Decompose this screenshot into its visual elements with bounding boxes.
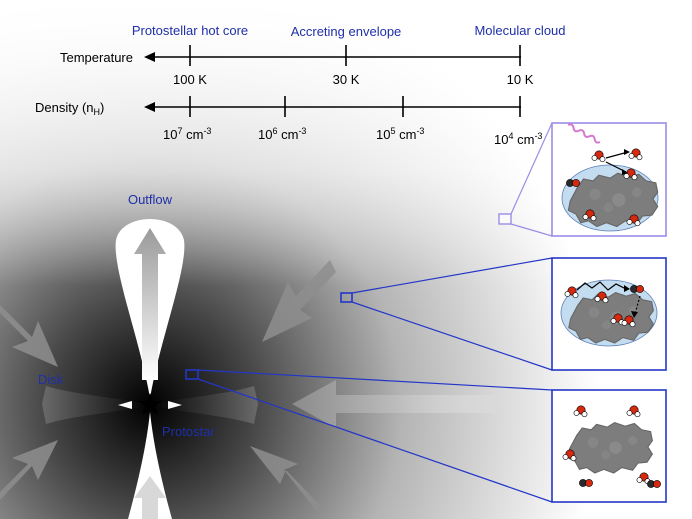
- density-axis: Density (nH) 107 cm-3 106 cm-3 105 cm-3 …: [35, 96, 542, 147]
- stage-molecular-cloud: Molecular cloud: [474, 23, 565, 38]
- density-axis-label: Density (nH): [35, 100, 104, 117]
- uv-photon-icon: [567, 123, 601, 144]
- stage-accreting-envelope: Accreting envelope: [291, 24, 402, 39]
- stage-hot-core: Protostellar hot core: [132, 23, 248, 38]
- outflow-arrow-bottom: [134, 476, 166, 519]
- infall-arrow-se: [250, 446, 320, 510]
- infall-arrow-nw: [0, 305, 58, 367]
- zoom-marker-hot-core: [185, 369, 199, 380]
- inset-hot-core: [551, 389, 667, 503]
- zoom-connectors: [197, 122, 553, 503]
- temperature-tick-label: 100 K: [173, 72, 207, 87]
- density-tick-label: 104 cm-3: [494, 131, 542, 147]
- density-tick-label: 107 cm-3: [163, 126, 211, 142]
- inset-molecular-cloud: [551, 122, 667, 237]
- density-axis-arrowhead: [144, 102, 155, 112]
- inset-accreting-envelope: [551, 257, 667, 371]
- surface-diffusion-arrow: [576, 281, 627, 291]
- stage-labels: Protostellar hot core Accreting envelope…: [132, 23, 566, 39]
- temperature-axis: Temperature 100 K 30 K 10 K: [60, 45, 534, 87]
- density-tick-label: 106 cm-3: [258, 126, 306, 142]
- disk-label: Disk: [38, 372, 64, 387]
- outflow-arrow-top: [134, 228, 166, 380]
- disk-accretion-marks: [118, 401, 182, 409]
- zoom-marker-envelope: [340, 292, 353, 303]
- density-tick-label: 105 cm-3: [376, 126, 424, 142]
- protostar-star-icon: [138, 393, 162, 415]
- zoom-marker-cloud: [498, 213, 512, 225]
- temperature-tick-label: 30 K: [333, 72, 360, 87]
- infall-arrows: [0, 260, 336, 510]
- temperature-tick-label: 10 K: [507, 72, 534, 87]
- temperature-axis-label: Temperature: [60, 50, 133, 65]
- infall-arrow-east: [292, 380, 500, 428]
- temperature-axis-arrowhead: [144, 52, 155, 62]
- outflow-label: Outflow: [128, 192, 173, 207]
- infall-arrow-sw: [0, 440, 58, 500]
- protostar-label: Protostar: [162, 424, 215, 439]
- infall-arrow-ne: [262, 260, 336, 342]
